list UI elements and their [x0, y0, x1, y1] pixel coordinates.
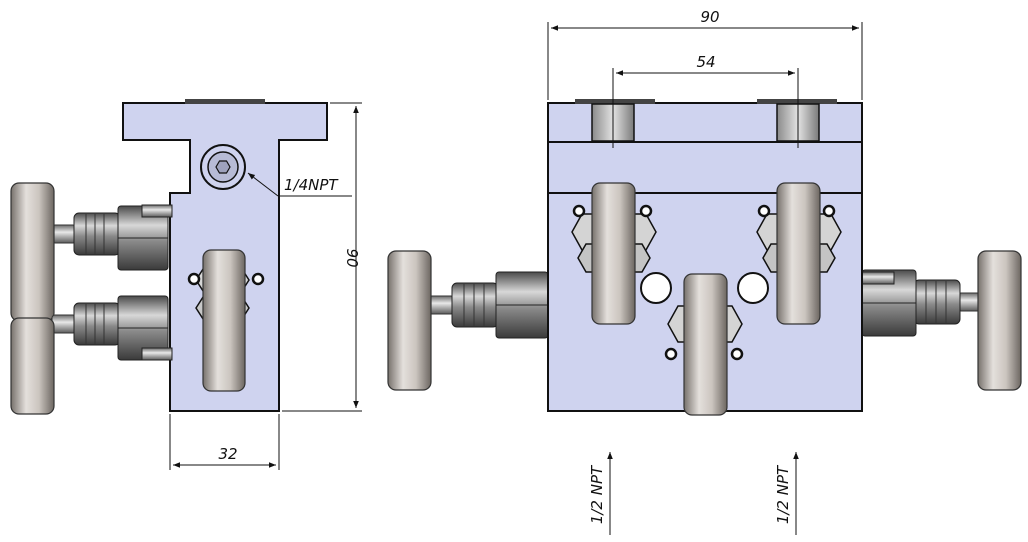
- front-valve-center: [664, 273, 744, 416]
- front-dim-total: 90: [547, 8, 863, 100]
- port-thread-label: 1/4NPT: [284, 176, 339, 194]
- dim-total-width-label: 90: [700, 8, 719, 26]
- side-view: 90 32 1/4NPT: [10, 99, 362, 470]
- dim-width-label: 32: [218, 445, 237, 463]
- front-dim-spacing: 54: [612, 53, 799, 148]
- dim-height-label: 90: [343, 248, 361, 267]
- side-valve-upper: [10, 182, 173, 322]
- side-dim-height: 90: [282, 102, 362, 412]
- front-view: 90 54 1/2 NPT 1/2 NPT: [387, 8, 1022, 535]
- side-dim-width: 32: [169, 414, 280, 470]
- side-valve-center: [187, 249, 265, 392]
- dim-port-spacing-label: 54: [696, 53, 715, 71]
- inlet-left-thread-label: 1/2 NPT: [588, 464, 606, 524]
- front-hole-left: [640, 272, 672, 304]
- front-valve-upper-left: [571, 182, 657, 325]
- port-socket: [200, 144, 246, 190]
- side-valve-lower: [10, 295, 173, 415]
- side-top-flange: [185, 99, 265, 104]
- inlet-right-thread-label: 1/2 NPT: [774, 464, 792, 524]
- front-inlet-left-callout: 1/2 NPT: [588, 452, 613, 535]
- front-valve-left: [387, 250, 549, 391]
- front-inlet-right-callout: 1/2 NPT: [774, 452, 799, 535]
- front-hole-right: [737, 272, 769, 304]
- front-valve-right: [861, 250, 1022, 391]
- front-valve-upper-right: [756, 182, 842, 325]
- side-port-callout: 1/4NPT: [247, 172, 352, 197]
